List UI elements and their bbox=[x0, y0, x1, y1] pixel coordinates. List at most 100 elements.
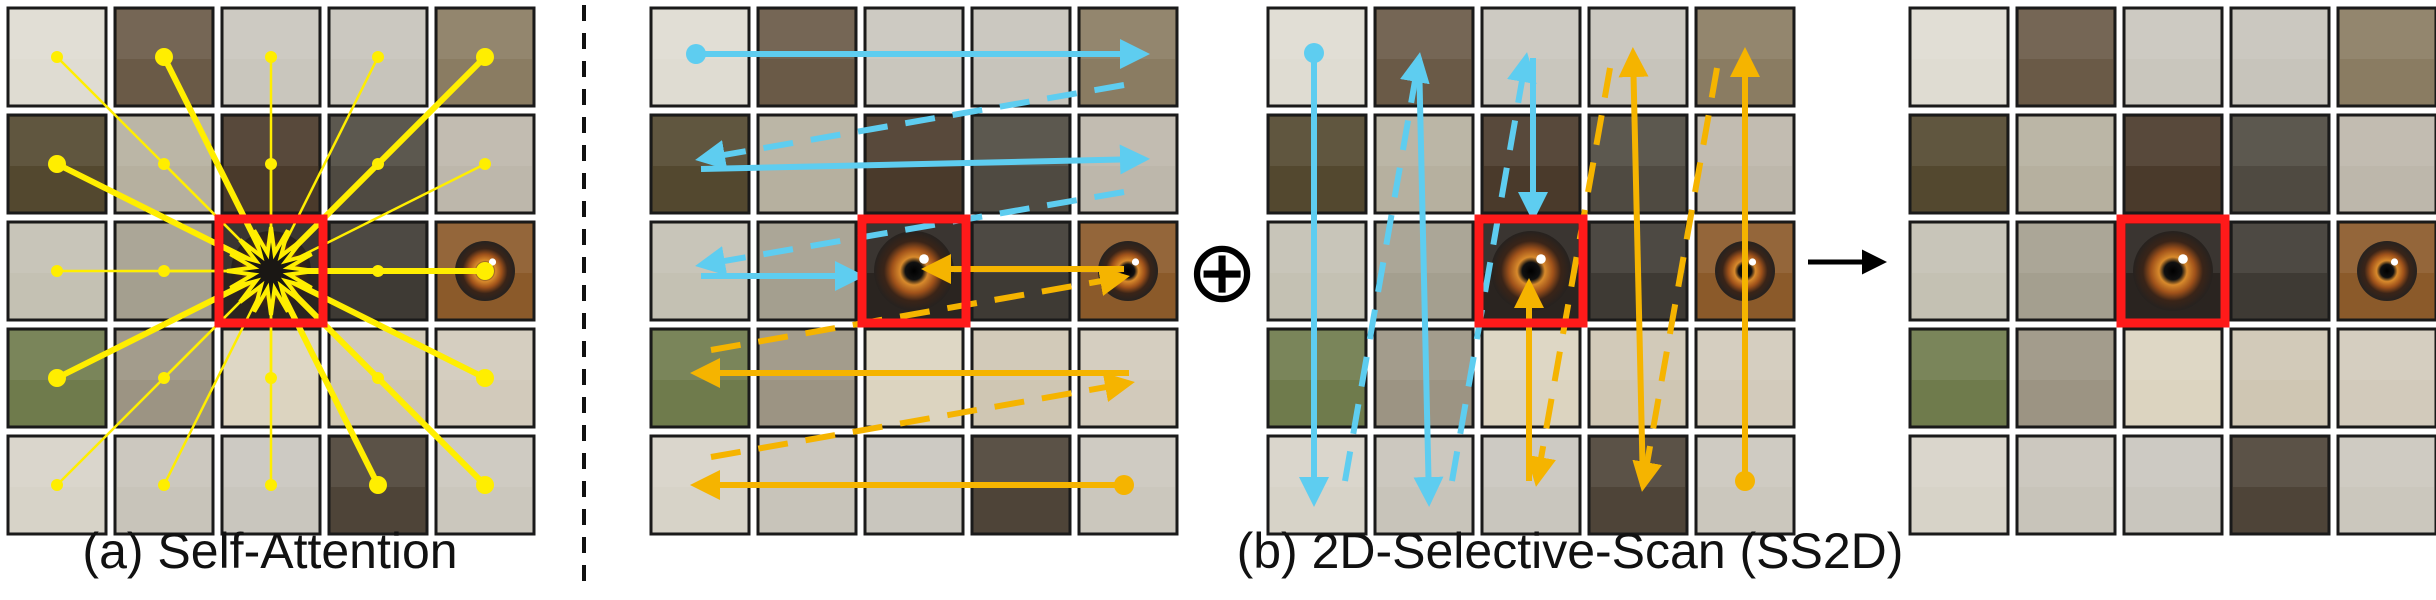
patch-cell bbox=[863, 327, 965, 429]
patch-sheen bbox=[2340, 10, 2434, 59]
attention-source-dot bbox=[158, 158, 170, 170]
patch-sheen bbox=[1591, 438, 1685, 487]
patch-sheen bbox=[974, 117, 1068, 166]
attention-line bbox=[162, 269, 273, 487]
center-patch-highlight bbox=[2116, 214, 2230, 328]
patch-cell bbox=[2122, 6, 2224, 108]
patch-sheen bbox=[10, 438, 104, 487]
patch-cell bbox=[2229, 220, 2331, 322]
attention-source-dot bbox=[51, 479, 63, 491]
patch-sheen bbox=[1484, 10, 1578, 59]
patch-sheen bbox=[2340, 438, 2434, 487]
attention-source-dot bbox=[479, 158, 491, 170]
patch-sheen bbox=[2019, 331, 2113, 380]
attention-source-dot bbox=[372, 158, 384, 170]
patch-cell bbox=[1908, 327, 2010, 429]
patch-cell bbox=[1908, 434, 2010, 536]
attention-line bbox=[268, 268, 488, 488]
eye-highlight bbox=[2390, 258, 2399, 266]
attention-source-dot bbox=[51, 51, 63, 63]
patch-cell bbox=[2015, 6, 2117, 108]
attention-source-dot bbox=[265, 51, 277, 63]
patch-sheen bbox=[331, 117, 425, 166]
patch-sheen bbox=[2019, 224, 2113, 273]
patch-sheen bbox=[2126, 117, 2220, 166]
patch-cell bbox=[2122, 434, 2224, 536]
patch-sheen bbox=[653, 438, 747, 487]
patch-sheen bbox=[1377, 10, 1471, 59]
attention-line bbox=[269, 55, 380, 273]
attention-line bbox=[54, 268, 274, 381]
patch-sheen bbox=[2019, 438, 2113, 487]
scan-jump-arrow bbox=[1449, 52, 1537, 482]
center-patch-highlight bbox=[214, 214, 328, 328]
patch-sheen bbox=[760, 117, 854, 166]
scan-jump-arrow bbox=[695, 82, 1125, 170]
eye-highlight bbox=[2178, 254, 2188, 264]
scan-jump-arrow bbox=[1526, 67, 1613, 487]
scan-jump-arrow bbox=[1342, 52, 1430, 482]
patch-sheen bbox=[653, 117, 747, 166]
eye-highlight bbox=[1131, 258, 1140, 266]
scan-start-dot bbox=[1114, 475, 1134, 495]
eye-detail bbox=[1491, 231, 1571, 311]
scan-panel-horizontal bbox=[649, 6, 1179, 536]
scan-start-dot bbox=[1735, 471, 1755, 491]
attention-source-dot bbox=[476, 262, 494, 280]
eye-detail bbox=[2357, 241, 2417, 301]
caption-ss2d: (b) 2D-Selective-Scan (SS2D) bbox=[1236, 523, 1904, 579]
patch-sheen bbox=[2126, 10, 2220, 59]
patch-sheen bbox=[224, 10, 318, 59]
patch-sheen bbox=[2126, 331, 2220, 380]
patch-sheen bbox=[2233, 10, 2327, 59]
attention-source-dot bbox=[48, 155, 66, 173]
patch-sheen bbox=[117, 438, 211, 487]
patch-cell bbox=[2015, 434, 2117, 536]
eye-detail bbox=[874, 231, 954, 311]
patch-sheen bbox=[1591, 10, 1685, 59]
patch-cell bbox=[2122, 327, 2224, 429]
patch-sheen bbox=[760, 10, 854, 59]
patch-sheen bbox=[867, 438, 961, 487]
patch-cell bbox=[2015, 327, 2117, 429]
scan-start-dot bbox=[686, 44, 706, 64]
attention-source-dot bbox=[369, 476, 387, 494]
patch-cell bbox=[756, 327, 858, 429]
patch-cell bbox=[2229, 327, 2331, 429]
patch-cell bbox=[2336, 434, 2436, 536]
patch-sheen bbox=[760, 224, 854, 273]
scan-jump-arrow bbox=[710, 372, 1135, 460]
patch-sheen bbox=[974, 224, 1068, 273]
attention-source-dot bbox=[158, 265, 170, 277]
patch-cell bbox=[2015, 113, 2117, 215]
patch-sheen bbox=[331, 10, 425, 59]
eye-highlight bbox=[919, 254, 929, 264]
attention-burst bbox=[226, 226, 316, 316]
patch-cell bbox=[2336, 113, 2436, 215]
patch-sheen bbox=[1912, 438, 2006, 487]
patch-sheen bbox=[438, 117, 532, 166]
scan-start-dot bbox=[1304, 43, 1324, 63]
patch-cell bbox=[2336, 6, 2436, 108]
eye-highlight bbox=[1748, 258, 1757, 266]
attention-line bbox=[161, 54, 274, 274]
attention-source-dot bbox=[265, 158, 277, 170]
center-patch-highlight bbox=[857, 214, 971, 328]
scan-arrow bbox=[1413, 57, 1444, 507]
self-attention-panel bbox=[6, 6, 536, 536]
attention-source-dot bbox=[51, 265, 63, 277]
patch-sheen bbox=[2019, 10, 2113, 59]
patch-cell bbox=[2229, 113, 2331, 215]
attention-source-dot bbox=[476, 476, 494, 494]
patch-cell bbox=[113, 434, 215, 536]
patch-sheen bbox=[653, 224, 747, 273]
patch-sheen bbox=[2340, 117, 2434, 166]
patch-cell bbox=[970, 327, 1072, 429]
patch-sheen bbox=[1912, 10, 2006, 59]
patch-cell bbox=[434, 113, 536, 215]
patch-sheen bbox=[1698, 10, 1792, 59]
patch-cell bbox=[1908, 113, 2010, 215]
caption-self-attention: (a) Self-Attention bbox=[82, 523, 458, 579]
patch-cell bbox=[1908, 220, 2010, 322]
